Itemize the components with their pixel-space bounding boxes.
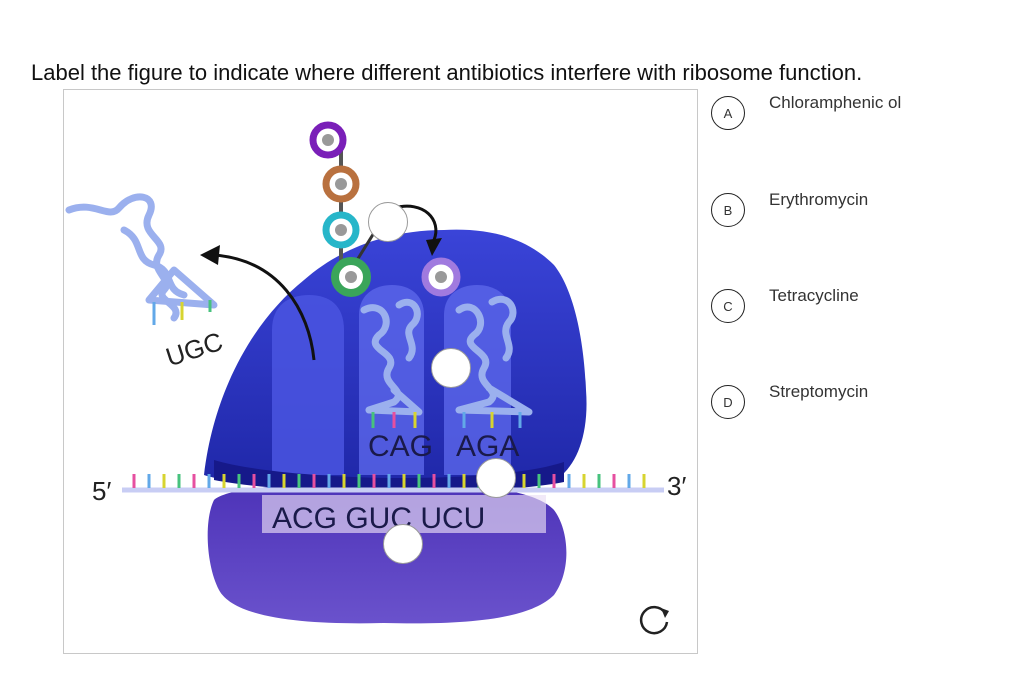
ribosome-diagram: UGC CAG AGA ACG GUC UCU 5′ 3′	[65, 121, 686, 624]
p-site-anticodon: CAG	[368, 430, 433, 463]
peptide-transfer-arrow-head	[426, 238, 442, 256]
option-b-label: Erythromycin	[769, 190, 869, 209]
drop-target-small-subunit[interactable]	[383, 524, 423, 564]
mrna-bases	[132, 474, 646, 488]
option-c-label: Tetracycline	[769, 286, 859, 305]
e-site	[272, 295, 344, 475]
a-site-trna	[455, 296, 533, 428]
option-b-badge: B	[711, 193, 745, 227]
option-a-label: Chloramphenic ol	[769, 93, 902, 112]
reset-button[interactable]	[634, 600, 674, 640]
ribosome-figure: UGC CAG AGA ACG GUC UCU 5′ 3′	[63, 89, 698, 654]
option-c-badge: C	[711, 289, 745, 323]
option-d-label: Streptomycin	[769, 382, 869, 401]
three-prime-label: 3′	[667, 471, 686, 501]
option-a[interactable]: A Chloramphenic ol	[711, 93, 905, 130]
peptide-transfer-arrow	[393, 204, 438, 241]
option-d[interactable]: D Streptomycin	[711, 382, 909, 419]
drop-target-a-site[interactable]	[476, 458, 516, 498]
released-anticodon: UGC	[162, 326, 226, 372]
option-a-badge: A	[711, 96, 745, 130]
drop-target-peptidyl-transfer[interactable]	[368, 202, 408, 242]
question-prompt: Label the figure to indicate where diffe…	[31, 60, 863, 85]
five-prime-label: 5′	[92, 476, 111, 506]
mrna-codons: ACG GUC UCU	[272, 502, 485, 535]
a-site-anticodon: AGA	[456, 430, 519, 463]
option-d-badge: D	[711, 385, 745, 419]
a-site	[444, 285, 511, 475]
drop-target-tunnel[interactable]	[431, 348, 471, 388]
p-site-trna	[360, 299, 423, 428]
exit-arrow-head	[200, 245, 220, 265]
option-c[interactable]: C Tetracycline	[711, 286, 909, 323]
released-trna	[65, 193, 218, 325]
exit-arrow	[213, 253, 316, 361]
option-b[interactable]: B Erythromycin	[711, 190, 909, 227]
reset-icon	[639, 605, 669, 635]
